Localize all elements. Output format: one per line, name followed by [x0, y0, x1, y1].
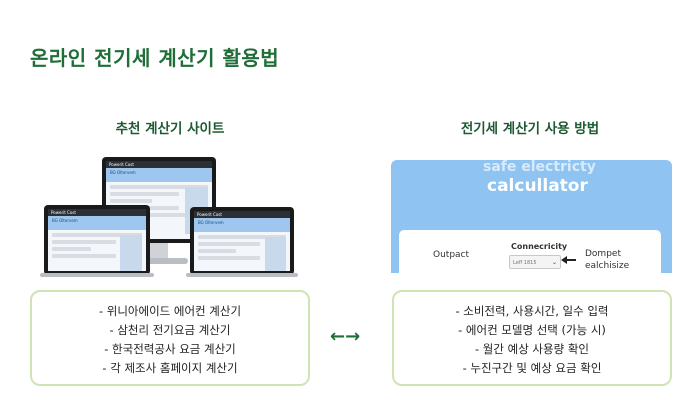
- app-name-label: Powerit Cost: [106, 161, 212, 168]
- laptop-right-screen: Powerit Cost BG Oltervem: [194, 211, 290, 271]
- list-item: - 소비전력, 사용시간, 일수 입력: [455, 304, 609, 318]
- list-item: - 월간 예상 사용량 확인: [475, 342, 589, 356]
- calculator-preview: safe electricty calcullator Outpact Conn…: [391, 160, 672, 273]
- connecricity-dropdown[interactable]: Leff 1815 ⌄: [509, 255, 561, 269]
- connecricity-label: Connecricity: [511, 242, 568, 251]
- list-item: - 삼천리 전기요금 계산기: [109, 323, 231, 337]
- usage-method-box: - 소비전력, 사용시간, 일수 입력 - 에어컨 모델명 선택 (가능 시) …: [392, 290, 672, 386]
- laptop-right: Powerit Cost BG Oltervem: [190, 207, 294, 275]
- chevron-down-icon: ⌄: [551, 259, 557, 266]
- outpact-label: Outpact: [433, 250, 470, 260]
- list-item: - 한국전력공사 요금 계산기: [104, 342, 236, 356]
- recommended-sites-box: - 위니아에이드 에어컨 계산기 - 삼천리 전기요금 계산기 - 한국전력공사…: [30, 290, 310, 386]
- recommended-sites-heading: 추천 계산기 사이트: [115, 121, 225, 137]
- desktop-monitor: Powerit Cost BG Oltervem: [102, 157, 216, 243]
- device-mockup: Powerit Cost BG Oltervem Powerit Cost BG…: [40, 157, 298, 277]
- list-item: - 에어컨 모델명 선택 (가능 시): [458, 323, 606, 337]
- calculator-heading: calcullator: [487, 176, 588, 196]
- laptop-left: Powerit Cost BG Oltervem: [44, 205, 150, 275]
- laptop-left-screen: Powerit Cost BG Oltervem: [48, 209, 146, 271]
- left-arrow-icon: [561, 256, 576, 264]
- double-arrow-icon: ←→: [330, 326, 361, 347]
- list-item: - 위니아에이드 에어컨 계산기: [98, 304, 242, 318]
- list-item: - 각 제조사 홈페이지 계산기: [102, 361, 238, 375]
- calculator-faded-text: safe electricty: [483, 160, 596, 175]
- dropdown-value: Leff 1815: [513, 260, 537, 266]
- list-item: - 누진구간 및 예상 요금 확인: [462, 361, 602, 375]
- page-title: 온라인 전기세 계산기 활용법: [30, 46, 280, 70]
- usage-method-heading: 전기세 계산기 사용 방법: [460, 121, 600, 137]
- app-band-text: BG Oltervem: [106, 168, 212, 182]
- dompet-label: Dompet ealchisize: [585, 249, 630, 271]
